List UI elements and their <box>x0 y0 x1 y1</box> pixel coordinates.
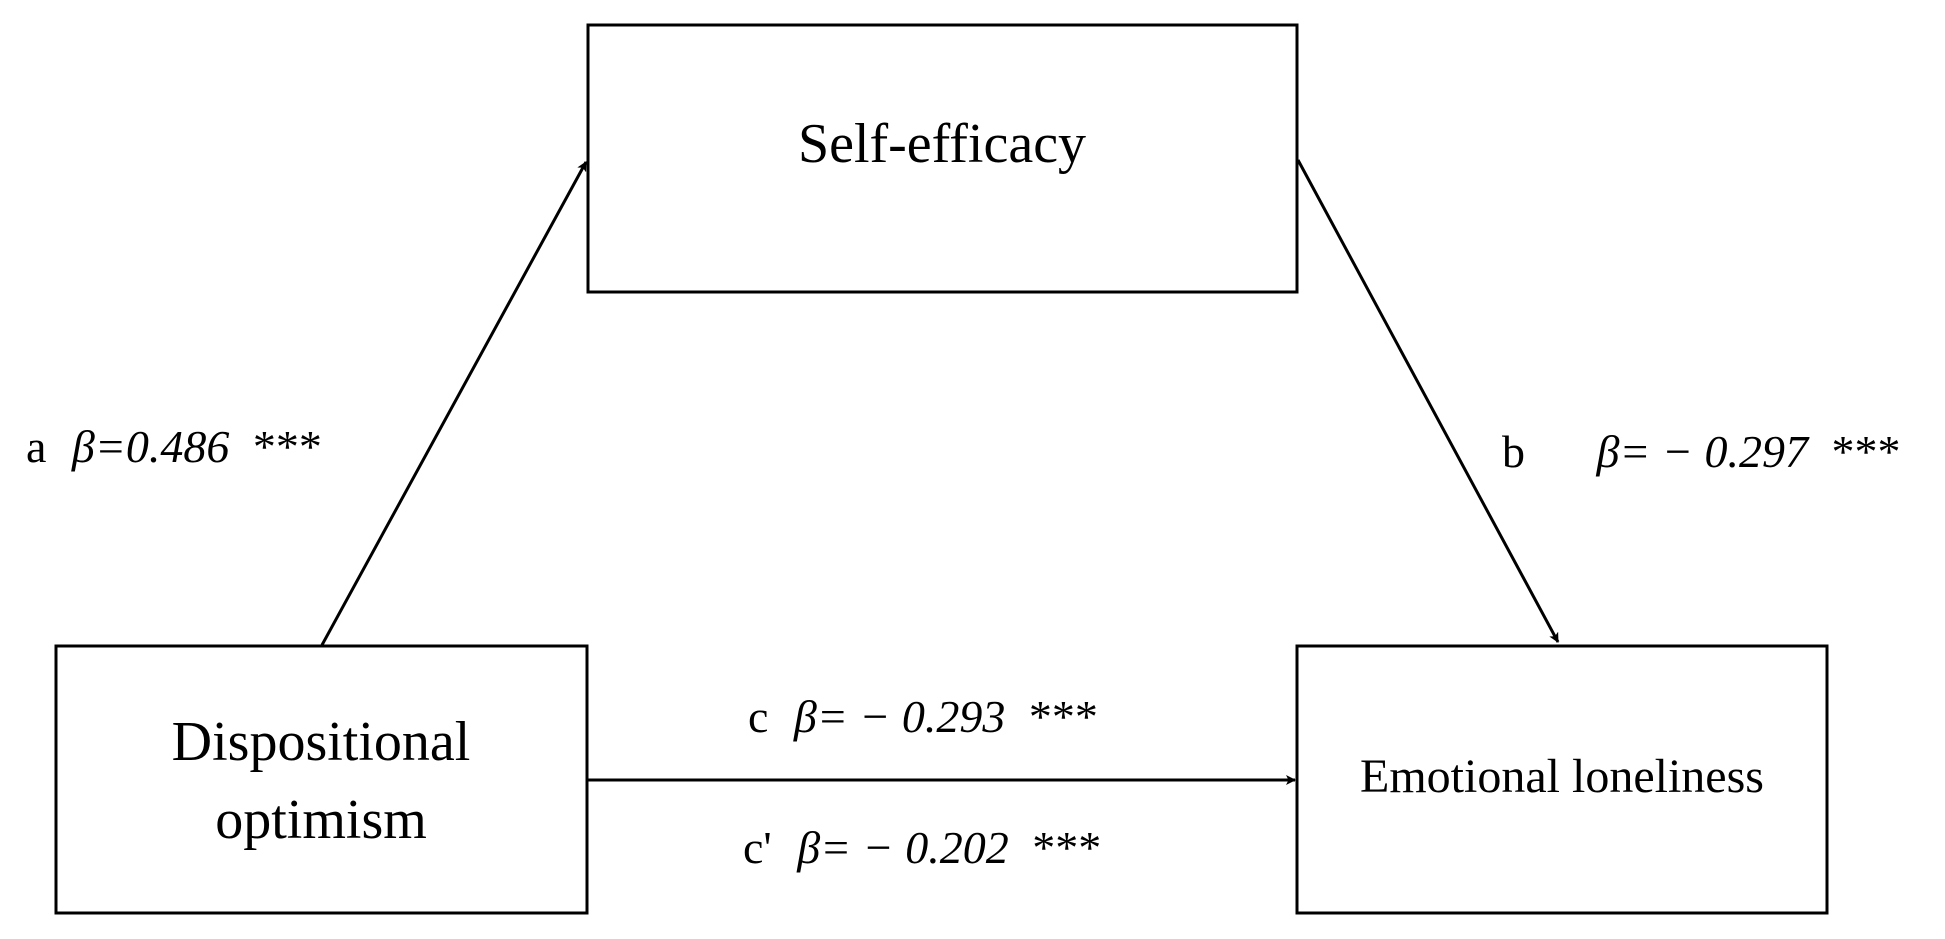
path-a-beta: β=0.486 <box>71 421 229 472</box>
path-a-label: a β=0.486 *** <box>26 421 322 472</box>
mediator-box <box>586 23 1299 294</box>
outcome-label: Emotional loneliness <box>1360 750 1764 803</box>
mediator-label: Self-efficacy <box>798 113 1086 175</box>
path-b-arrow <box>1296 159 1560 643</box>
outcome-box <box>1295 644 1829 915</box>
predictor-label-line1: Dispositional <box>172 711 471 773</box>
predictor-label-line2: optimism <box>215 789 427 851</box>
path-a-arrow <box>320 161 588 646</box>
path-a-letter: a <box>26 421 46 472</box>
mediator-node: Self-efficacy <box>586 23 1299 294</box>
path-c-prime-letter: c' <box>743 822 772 873</box>
predictor-node: Dispositional optimism <box>54 644 589 915</box>
path-c-letter: c <box>748 691 768 742</box>
path-c-prime-beta: β= − 0.202 <box>796 822 1009 873</box>
path-a-sig: *** <box>253 421 322 472</box>
path-b-letter: b <box>1502 426 1525 477</box>
path-c-sig: *** <box>1029 691 1098 742</box>
path-b-sig: *** <box>1832 426 1901 477</box>
path-b-beta: β= − 0.297 <box>1596 426 1810 477</box>
path-c-prime-label: c' β= − 0.202 *** <box>743 822 1101 873</box>
path-c-label: c β= − 0.293 *** <box>748 691 1098 742</box>
outcome-node: Emotional loneliness <box>1295 644 1829 915</box>
path-c-prime-sig: *** <box>1032 822 1101 873</box>
path-c-beta: β= − 0.293 <box>793 691 1006 742</box>
path-b-label: b β= − 0.297 *** <box>1502 426 1901 477</box>
predictor-box <box>54 644 589 915</box>
